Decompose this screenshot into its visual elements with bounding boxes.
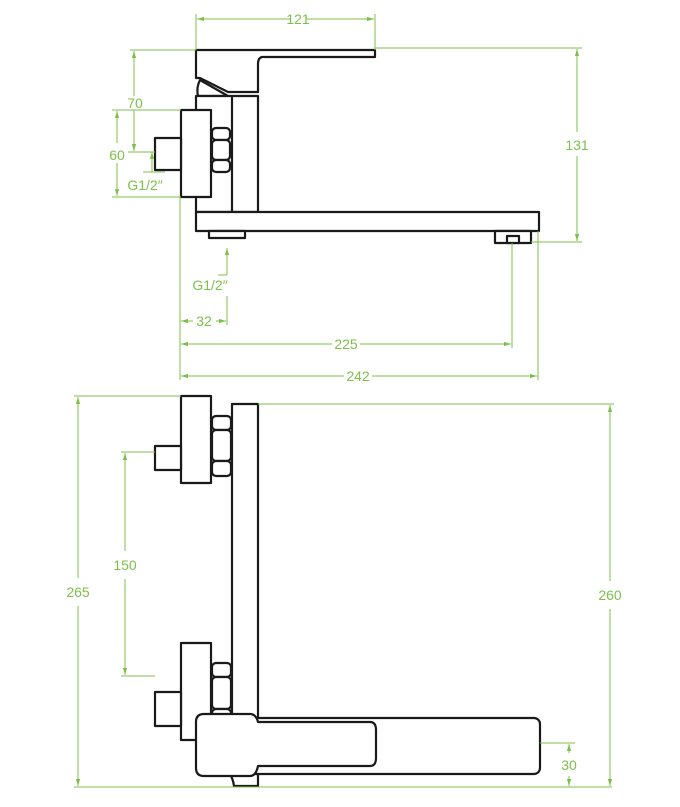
dim-150: 150 — [113, 557, 137, 573]
dim-225: 225 — [334, 336, 358, 352]
dim-265: 265 — [66, 584, 90, 600]
handle-lever — [194, 48, 377, 94]
inlet-pipe — [153, 136, 183, 172]
escutcheon — [179, 108, 213, 199]
dim-30: 30 — [561, 757, 577, 773]
dim-70: 70 — [127, 95, 143, 111]
spout — [194, 210, 541, 233]
lever-top — [194, 712, 378, 778]
top-view-faucet — [153, 394, 542, 788]
lower-inlet-pipe — [153, 690, 183, 728]
dim-121: 121 — [286, 11, 310, 27]
dim-32: 32 — [196, 313, 212, 329]
upper-escutcheon — [179, 394, 213, 485]
side-view-dimensions: 121 131 70 60 G1/2″ G1/2″ 32 225 242 — [109, 11, 589, 384]
dim-260: 260 — [598, 587, 622, 603]
dim-131: 131 — [565, 137, 589, 153]
dim-242: 242 — [346, 368, 370, 384]
upper-inlet-pipe — [153, 444, 183, 472]
side-view-faucet — [153, 48, 541, 245]
inlet-thread-label: G1/2″ — [127, 177, 162, 193]
top-view-dimensions: 265 260 150 30 — [66, 395, 622, 788]
outlet-connector — [207, 229, 247, 240]
outlet-thread-label: G1/2″ — [192, 277, 227, 293]
dim-60: 60 — [109, 147, 125, 163]
hex-nut — [210, 126, 232, 142]
